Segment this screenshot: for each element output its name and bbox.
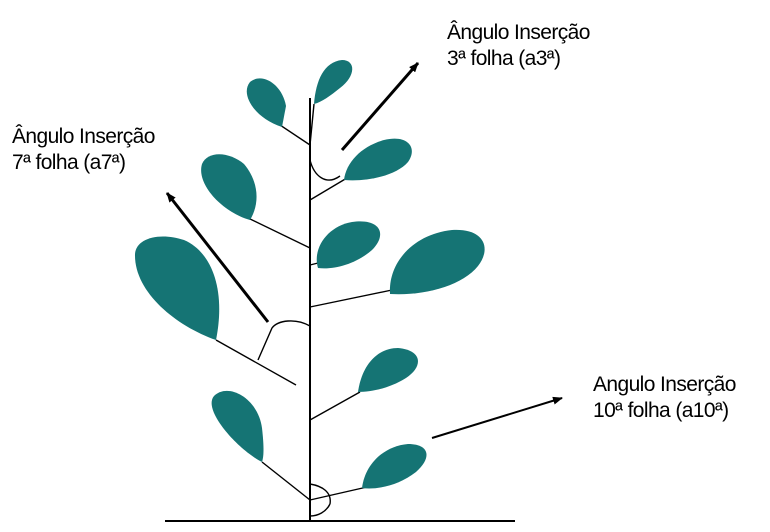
leaf-2	[362, 444, 426, 488]
leaf-10	[314, 60, 352, 104]
angle-arc-a3	[310, 160, 340, 180]
angle-arc-a10-lower	[310, 504, 330, 516]
label-a10-line2: 10ª folha (a10ª)	[593, 398, 736, 424]
arrow-a10	[432, 398, 562, 438]
petiole-1	[262, 462, 310, 500]
leaf-4	[135, 236, 219, 340]
label-a7-line2: 7ª folha (a7ª)	[12, 150, 155, 176]
angle-arc-a10	[310, 484, 330, 504]
arrow-a3	[342, 63, 418, 150]
label-insertion-angle-3rd-leaf: Ângulo Inserção 3ª folha (a3ª)	[447, 20, 590, 72]
leaf-7	[317, 221, 380, 268]
leaf-5	[390, 230, 485, 294]
petiole-9	[280, 125, 310, 145]
leaf-6	[201, 154, 256, 220]
label-insertion-angle-10th-leaf: Angulo Inserção 10ª folha (a10ª)	[593, 372, 736, 424]
petiole-5	[310, 290, 392, 307]
leaf-8	[344, 139, 412, 181]
leaf-1	[212, 391, 264, 462]
angle-arcs	[258, 160, 340, 516]
label-a10-line1: Angulo Inserção	[593, 372, 736, 398]
petiole-6	[246, 217, 310, 248]
label-a3-line2: 3ª folha (a3ª)	[447, 46, 590, 72]
label-insertion-angle-7th-leaf: Ângulo Inserção 7ª folha (a7ª)	[12, 124, 155, 176]
leaf-3	[358, 348, 418, 392]
leaf-9	[247, 78, 286, 127]
label-a7-line1: Ângulo Inserção	[12, 124, 155, 150]
petiole-4	[216, 340, 296, 385]
label-a3-line1: Ângulo Inserção	[447, 20, 590, 46]
petiole-2	[310, 487, 367, 500]
petiole-3	[310, 392, 360, 420]
angle-arc-a7	[258, 321, 310, 360]
